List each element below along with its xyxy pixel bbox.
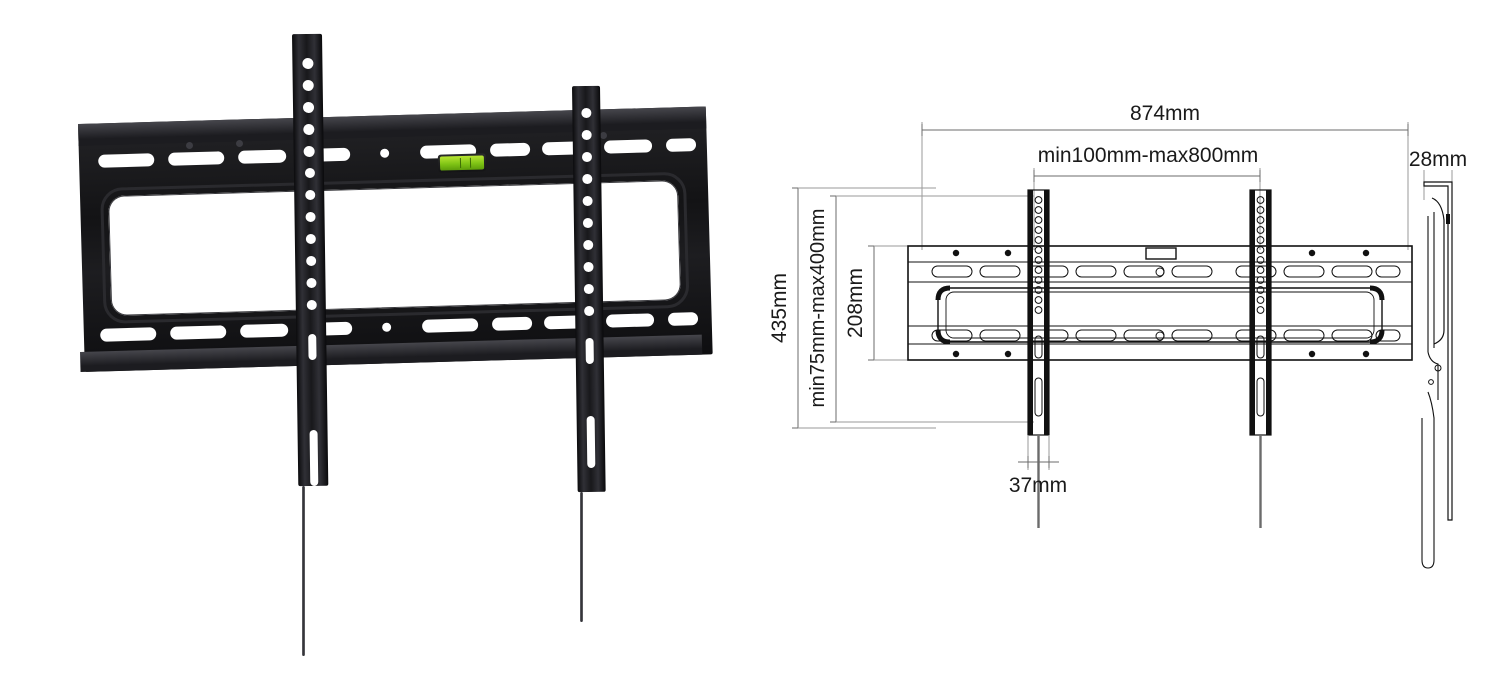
dimension-label-vesa-height-range: min75mm-max400mm (807, 209, 829, 408)
front-view-spirit-level (1145, 247, 1177, 260)
side-profile-view (1421, 170, 1453, 569)
wall-screw-hole (600, 132, 607, 139)
wall-screw-hole (236, 140, 243, 147)
tv-arm-left (292, 33, 329, 487)
release-cord-right[interactable] (580, 492, 583, 622)
release-cord-left[interactable] (302, 486, 305, 656)
spirit-level (437, 153, 487, 173)
dimension-label-arm-spacing: min100mm-max800mm (1038, 144, 1259, 167)
dimension-arm-spacing (1033, 168, 1261, 250)
dimension-label-arm-width: 37mm (1009, 474, 1067, 497)
dimension-overall-height (792, 187, 936, 429)
dimension-vesa-height-range (830, 195, 1034, 423)
front-view-arm-left (1027, 189, 1050, 528)
dimension-label-overall-width: 874mm (1130, 102, 1200, 125)
technical-drawing: 874mm min100mm-max800mm 435mm (760, 0, 1500, 682)
front-view-wall-plate (907, 245, 1413, 361)
front-view-arm-right (1249, 189, 1272, 528)
dimension-arm-width (1018, 435, 1059, 470)
front-view-screw-heads (952, 249, 1370, 358)
spirit-level-vial (439, 155, 485, 171)
tv-arm-right (572, 85, 606, 493)
dimension-label-overall-height: 435mm (768, 273, 791, 343)
front-view-lower-slots (931, 329, 1401, 342)
wall-screw-hole (186, 142, 193, 149)
dimension-label-plate-height: 208mm (844, 268, 867, 338)
product-photo (0, 0, 760, 682)
front-view-upper-slots (931, 265, 1401, 278)
dimension-plate-height (868, 245, 920, 361)
dimension-label-depth: 28mm (1409, 148, 1467, 171)
dimension-overall-width (921, 122, 1409, 250)
